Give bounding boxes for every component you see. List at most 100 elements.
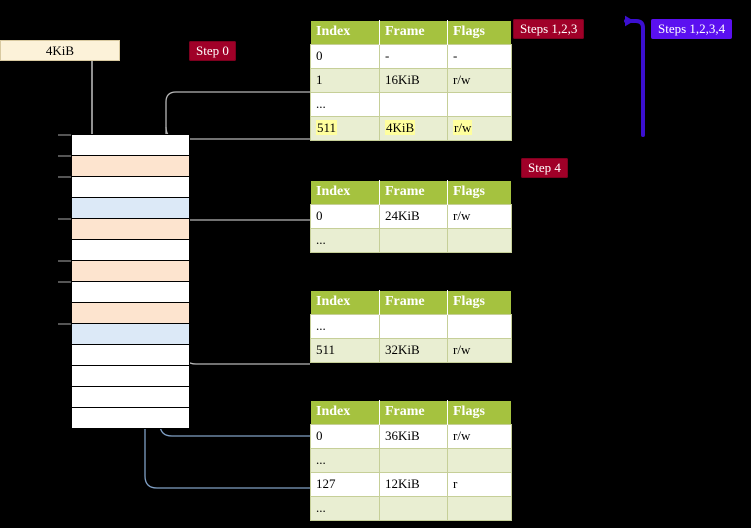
badge-step-0: Step 0 [189, 41, 236, 61]
table-row: ... [310, 92, 512, 117]
cell-frame: 32KiB [379, 338, 448, 363]
cell-frame [379, 228, 448, 253]
memory-frame-cell [72, 135, 189, 156]
memory-frame-cell [72, 345, 189, 366]
table-header-row: Index Frame Flags [310, 290, 512, 315]
cell-flags [447, 92, 512, 117]
memory-tick [58, 323, 72, 325]
table-row: 511 4KiB r/w [310, 116, 512, 141]
cell-frame [379, 314, 448, 339]
column-header-flags: Flags [447, 400, 512, 425]
cell-flags [447, 314, 512, 339]
cell-index: ... [310, 314, 380, 339]
table-row: 0-- [310, 44, 512, 69]
highlight-mark: 511 [316, 120, 338, 135]
memory-frame-cell [72, 366, 189, 387]
table-row: ... [310, 448, 512, 473]
table-header-row: Index Frame Flags [310, 180, 512, 205]
cell-flags: r/w [447, 68, 512, 93]
memory-frame-cell [72, 156, 189, 177]
cell-flags [447, 448, 512, 473]
highlight-mark: r/w [453, 120, 473, 135]
column-header-frame: Frame [379, 400, 448, 425]
cell-flags: r/w [447, 116, 512, 141]
wire-pml4-loop [165, 91, 310, 140]
cell-frame: 4KiB [379, 116, 448, 141]
cell-frame [379, 496, 448, 521]
cell-frame: 36KiB [379, 424, 448, 449]
arrow-steps-bracket [624, 15, 645, 137]
cell-index: ... [310, 92, 380, 117]
column-header-flags: Flags [447, 290, 512, 315]
memory-tick [58, 281, 72, 283]
cell-flags: r/w [447, 338, 512, 363]
memory-tick [58, 260, 72, 262]
memory-tick [58, 176, 72, 178]
cell-index: 1 [310, 68, 380, 93]
cell-flags: r/w [447, 204, 512, 229]
cell-frame: 16KiB [379, 68, 448, 93]
column-header-index: Index [310, 290, 380, 315]
memory-frame-cell [72, 177, 189, 198]
badge-steps-1-2-3-4: Steps 1,2,3,4 [651, 19, 733, 39]
cell-index: 127 [310, 472, 380, 497]
table-header-row: Index Frame Flags [310, 400, 512, 425]
cell-index: 511 [310, 116, 380, 141]
cell-index: ... [310, 448, 380, 473]
column-header-index: Index [310, 180, 380, 205]
memory-frame-cell [72, 282, 189, 303]
memory-frame-cell [72, 324, 189, 345]
cell-flags [447, 496, 512, 521]
cell-frame: 12KiB [379, 472, 448, 497]
memory-frame-cell [72, 408, 189, 429]
cell-index: 0 [310, 424, 380, 449]
cell-frame [379, 448, 448, 473]
highlight-mark: 4KiB [385, 120, 416, 135]
cell-index: ... [310, 228, 380, 253]
column-header-flags: Flags [447, 20, 512, 45]
cell-flags: r/w [447, 424, 512, 449]
cell-flags [447, 228, 512, 253]
column-header-index: Index [310, 20, 380, 45]
cell-flags: r [447, 472, 512, 497]
cell-index: 0 [310, 204, 380, 229]
memory-frame-cell [72, 261, 189, 282]
memory-frame-cell [72, 219, 189, 240]
memory-tick [58, 155, 72, 157]
column-header-index: Index [310, 400, 380, 425]
memory-frame-cell [72, 240, 189, 261]
memory-frame-cell [72, 303, 189, 324]
table-row: ... [310, 314, 512, 339]
cell-frame [379, 92, 448, 117]
memory-tick [58, 134, 72, 136]
cell-frame: - [379, 44, 448, 69]
cell-index: 511 [310, 338, 380, 363]
cell-index: 0 [310, 44, 380, 69]
table-row: ... [310, 496, 512, 521]
table-row: ... [310, 228, 512, 253]
column-header-frame: Frame [379, 20, 448, 45]
cell-frame: 24KiB [379, 204, 448, 229]
column-header-frame: Frame [379, 180, 448, 205]
badge-steps-1-2-3: Steps 1,2,3 [513, 19, 585, 39]
cell-index: ... [310, 496, 380, 521]
table-header-row: Index Frame Flags [310, 20, 512, 45]
size-box-4kib: 4KiB [0, 40, 120, 61]
column-header-flags: Flags [447, 180, 512, 205]
cell-flags: - [447, 44, 512, 69]
badge-step-4: Step 4 [521, 158, 568, 178]
memory-frame-cell [72, 387, 189, 408]
physical-memory-column [71, 134, 190, 429]
wire-pd-up [177, 295, 310, 365]
memory-tick [58, 218, 72, 220]
